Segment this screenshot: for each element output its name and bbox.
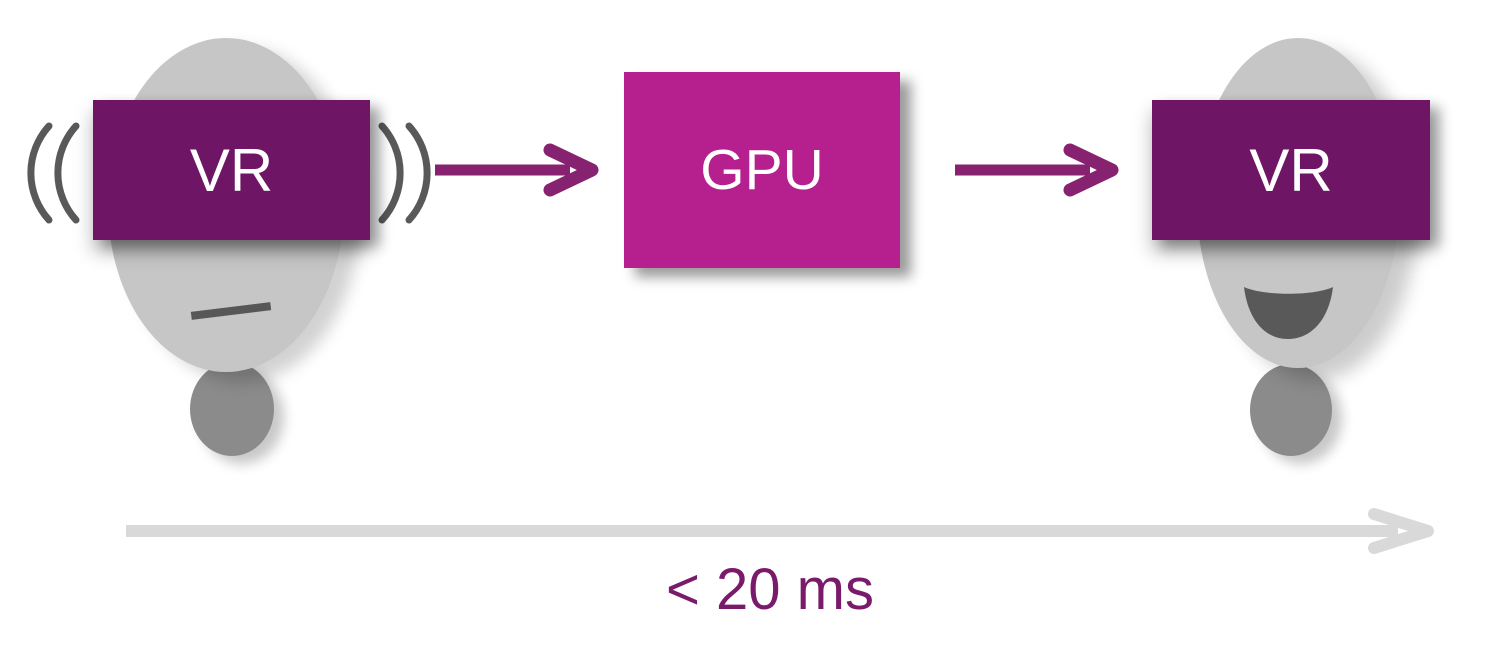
right-user-neck bbox=[1250, 364, 1332, 456]
arrow-headset-to-gpu-icon bbox=[435, 143, 599, 197]
left-vr-headset-label: VR bbox=[189, 136, 274, 204]
open-smile-mouth-icon bbox=[1244, 287, 1333, 339]
gpu-label: GPU bbox=[700, 138, 824, 202]
timeline-arrow-icon bbox=[126, 508, 1434, 554]
right-vr-headset-box: VR bbox=[1152, 100, 1430, 240]
left-user-neck bbox=[190, 362, 274, 456]
latency-label: < 20 ms bbox=[666, 557, 874, 622]
right-vr-headset-label: VR bbox=[1249, 136, 1333, 204]
motion-arcs-right-icon bbox=[378, 122, 431, 224]
arrow-gpu-to-headset-icon bbox=[955, 143, 1119, 197]
left-vr-headset-box: VR bbox=[93, 100, 370, 240]
gpu-box: GPU bbox=[624, 72, 900, 268]
motion-arcs-left-icon bbox=[27, 122, 80, 224]
